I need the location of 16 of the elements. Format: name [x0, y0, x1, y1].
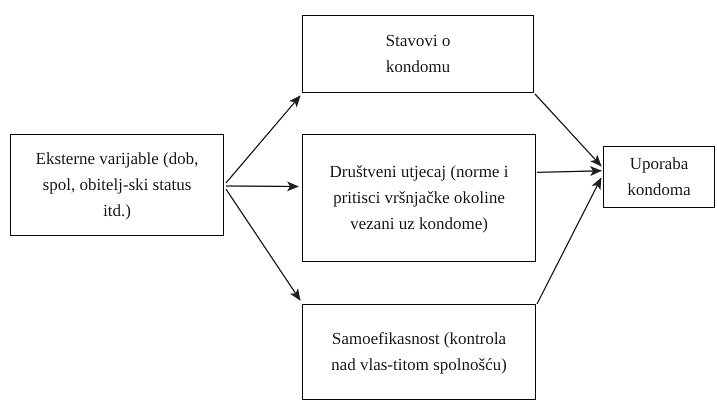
arrow: [226, 181, 299, 192]
arrow: [225, 188, 301, 301]
box-label: Društveni utjecaj (norme i pritisci vršnjačke okoline vezani uz kondome): [329, 161, 509, 235]
arrow: [534, 94, 602, 167]
process-box: [603, 146, 715, 208]
box-label: Samoefikasnost (kontrola nad vlas-titom spolnošću): [330, 328, 508, 376]
process-box: [302, 304, 536, 400]
process-box: [10, 134, 224, 236]
arrow: [226, 95, 301, 184]
arrow: [536, 166, 602, 176]
box-label: Uporaba kondoma: [626, 153, 692, 201]
process-box: [302, 15, 534, 93]
process-box: [302, 134, 536, 262]
arrow: [536, 177, 602, 304]
box-label: Eksterne varijable (dob, spol, obitelj-ski status itd.): [34, 148, 200, 222]
box-label: Stavovi o kondomu: [384, 30, 452, 78]
